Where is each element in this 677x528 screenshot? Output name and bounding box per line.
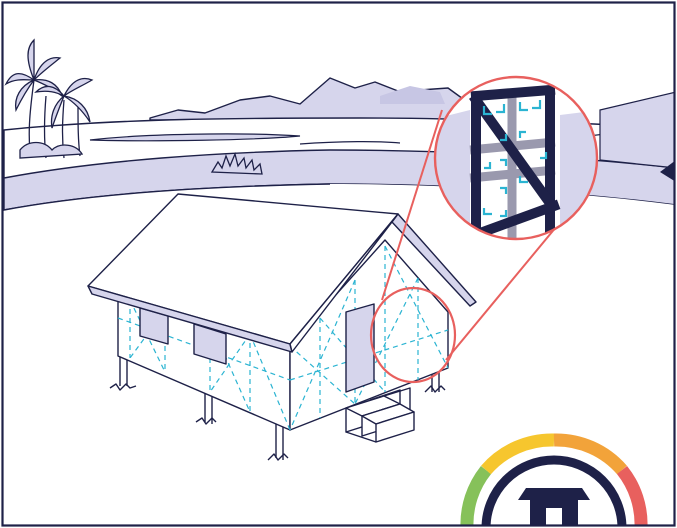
illustration-frame: [0, 0, 677, 528]
house-bracing-illustration: [0, 0, 677, 528]
